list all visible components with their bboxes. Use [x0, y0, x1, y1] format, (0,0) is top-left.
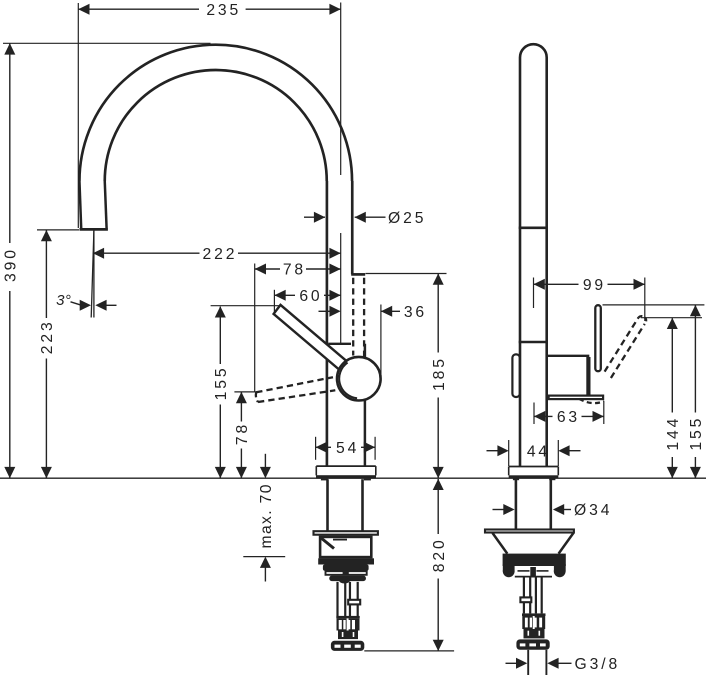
svg-text:Ø25: Ø25 [388, 210, 426, 227]
svg-text:99: 99 [583, 277, 606, 294]
svg-text:54: 54 [336, 440, 359, 457]
svg-text:78: 78 [283, 262, 306, 279]
svg-text:63: 63 [557, 409, 580, 426]
svg-text:390: 390 [2, 247, 19, 282]
svg-text:44: 44 [527, 443, 550, 460]
svg-text:155: 155 [213, 366, 230, 401]
svg-text:820: 820 [431, 537, 448, 572]
svg-text:max. 70: max. 70 [258, 483, 275, 548]
svg-text:Ø34: Ø34 [574, 502, 612, 519]
svg-text:36: 36 [404, 304, 427, 321]
svg-text:3°: 3° [56, 292, 71, 309]
svg-text:185: 185 [431, 356, 448, 391]
svg-text:78: 78 [234, 422, 251, 445]
svg-text:G3/8: G3/8 [575, 656, 621, 673]
svg-text:222: 222 [203, 246, 238, 263]
svg-text:235: 235 [206, 2, 241, 19]
svg-text:155: 155 [688, 416, 705, 451]
svg-text:144: 144 [665, 416, 682, 451]
svg-text:60: 60 [299, 288, 322, 305]
svg-text:223: 223 [39, 319, 56, 354]
